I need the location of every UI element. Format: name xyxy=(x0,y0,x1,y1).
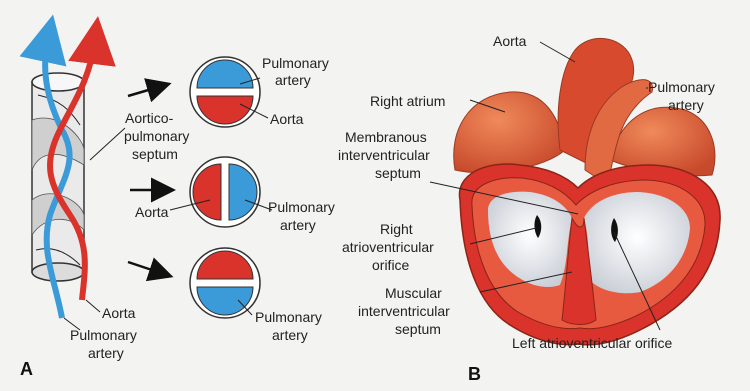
arrow-to-section-3 xyxy=(128,262,164,274)
panel-a: Pulmonary artery Aorta Aortico- pulmonar… xyxy=(20,38,335,379)
panel-a-letter: A xyxy=(20,359,33,379)
label-pulm-2: artery xyxy=(668,97,704,113)
label-septum-1: Aortico- xyxy=(125,110,174,126)
label-rav-2: atrioventricular xyxy=(342,239,434,255)
label-musc-1: Muscular xyxy=(385,285,442,301)
label-pulm-1: Pulmonary xyxy=(648,79,715,95)
panel-b-letter: B xyxy=(468,364,481,384)
leader-aorta-bottom xyxy=(86,300,100,312)
label-memb-1: Membranous xyxy=(345,129,427,145)
label-right-atrium: Right atrium xyxy=(370,93,445,109)
cross-section-1 xyxy=(190,57,260,127)
label-pulm-bottom-1: Pulmonary xyxy=(70,327,137,343)
label-c1-pulm-1: Pulmonary xyxy=(262,55,329,71)
label-c3-pulm-2: artery xyxy=(272,327,308,343)
panel-b: Aorta Pulmonary artery Right atrium Memb… xyxy=(338,33,720,384)
label-aorta-bottom: Aorta xyxy=(102,305,136,321)
cross-section-2 xyxy=(190,157,260,227)
leader-aorta xyxy=(540,42,575,62)
label-septum-2: pulmonary xyxy=(124,128,189,144)
label-musc-3: septum xyxy=(395,321,441,337)
label-aorta: Aorta xyxy=(493,33,527,49)
label-lav: Left atrioventricular orifice xyxy=(512,335,673,351)
label-c2-pulm-2: artery xyxy=(280,217,316,233)
label-rav-1: Right xyxy=(380,221,413,237)
label-c3-pulm-1: Pulmonary xyxy=(255,309,322,325)
arrow-to-section-1 xyxy=(128,86,162,96)
label-c2-aorta: Aorta xyxy=(135,204,169,220)
label-rav-3: orifice xyxy=(372,257,410,273)
label-c2-pulm-1: Pulmonary xyxy=(268,199,335,215)
label-musc-2: interventricular xyxy=(358,303,450,319)
right-atrium xyxy=(454,92,565,173)
label-c1-aorta: Aorta xyxy=(270,111,304,127)
label-septum-3: septum xyxy=(132,146,178,162)
label-memb-2: interventricular xyxy=(338,147,430,163)
label-pulm-bottom-2: artery xyxy=(88,345,124,361)
label-c1-pulm-2: artery xyxy=(275,72,311,88)
cross-section-3 xyxy=(190,248,260,318)
label-memb-3: septum xyxy=(375,165,421,181)
leader-septum xyxy=(90,128,125,160)
